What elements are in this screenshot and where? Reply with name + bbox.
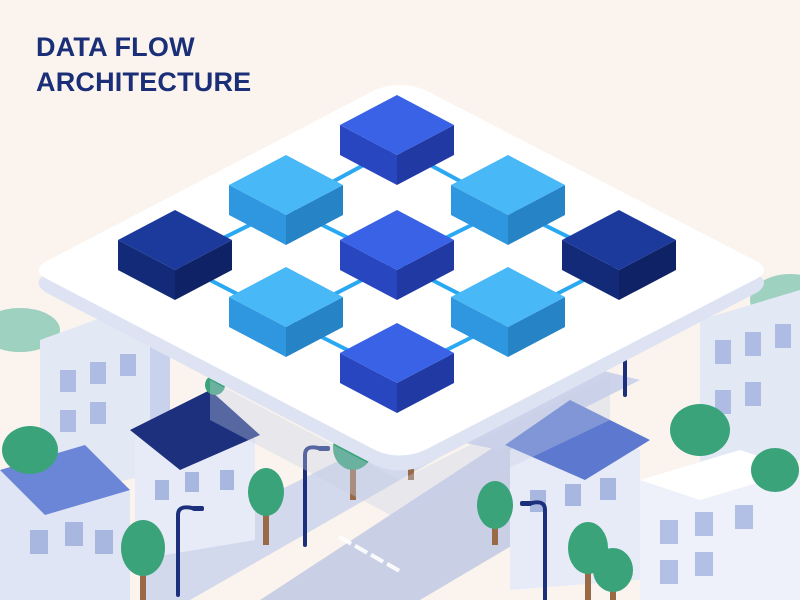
street-lamp bbox=[530, 500, 547, 600]
node-face-top bbox=[229, 267, 343, 327]
node-upper-left bbox=[229, 155, 343, 245]
node-face-left bbox=[451, 297, 508, 357]
node-face-top bbox=[451, 267, 565, 327]
tree bbox=[751, 448, 799, 492]
tree bbox=[248, 468, 284, 545]
node-face-top bbox=[118, 210, 232, 270]
tree bbox=[121, 520, 165, 600]
crosswalk bbox=[338, 535, 401, 573]
node-upper-right bbox=[451, 155, 565, 245]
node-face-right bbox=[508, 185, 565, 245]
node-face-left bbox=[451, 185, 508, 245]
title-line-2: ARCHITECTURE bbox=[36, 67, 252, 97]
nodes bbox=[118, 95, 676, 413]
node-face-right bbox=[397, 240, 454, 300]
platform-shadow bbox=[210, 375, 610, 520]
house-left-dark-roof bbox=[130, 390, 260, 560]
node-face-right bbox=[397, 353, 454, 413]
node-left bbox=[118, 210, 232, 300]
node-face-top bbox=[451, 155, 565, 215]
node-face-left bbox=[340, 240, 397, 300]
page-title: DATA FLOW ARCHITECTURE bbox=[36, 30, 251, 100]
node-face-right bbox=[286, 297, 343, 357]
street-lamp bbox=[176, 505, 194, 597]
node-face-left bbox=[562, 240, 619, 300]
node-face-top bbox=[340, 210, 454, 270]
node-face-left bbox=[340, 353, 397, 413]
node-face-right bbox=[286, 185, 343, 245]
node-center bbox=[340, 210, 454, 300]
node-top bbox=[340, 95, 454, 185]
lamp-heads bbox=[192, 446, 532, 511]
tree bbox=[2, 426, 58, 474]
title-line-1: DATA FLOW bbox=[36, 32, 195, 62]
node-face-top bbox=[340, 95, 454, 155]
street-lamps bbox=[176, 348, 627, 600]
node-face-top bbox=[229, 155, 343, 215]
node-face-right bbox=[397, 125, 454, 185]
node-face-top bbox=[562, 210, 676, 270]
node-face-top bbox=[340, 323, 454, 383]
node-face-right bbox=[175, 240, 232, 300]
tree bbox=[477, 481, 513, 545]
node-face-right bbox=[619, 240, 676, 300]
node-face-left bbox=[340, 125, 397, 185]
tree bbox=[670, 404, 730, 456]
tree bbox=[593, 548, 633, 600]
node-lower-right bbox=[451, 267, 565, 357]
node-lower-left bbox=[229, 267, 343, 357]
node-face-right bbox=[508, 297, 565, 357]
node-face-left bbox=[118, 240, 175, 300]
node-face-left bbox=[229, 297, 286, 357]
node-face-left bbox=[229, 185, 286, 245]
node-bottom bbox=[340, 323, 454, 413]
node-right bbox=[562, 210, 676, 300]
street-lamp bbox=[303, 445, 320, 547]
